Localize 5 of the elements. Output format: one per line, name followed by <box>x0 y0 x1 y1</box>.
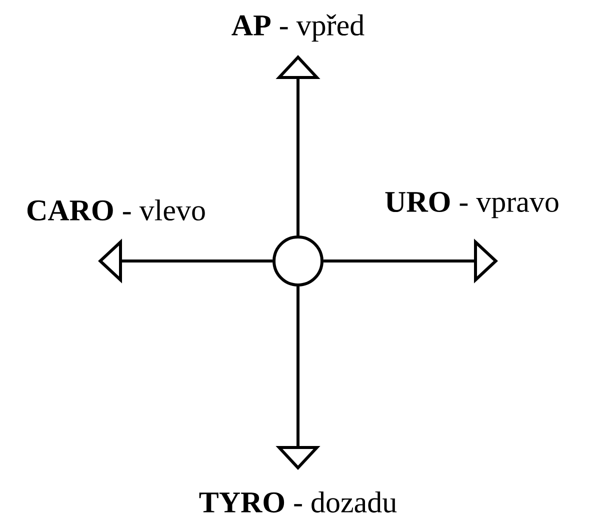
direction-label: URO - vpravo <box>385 192 558 218</box>
direction-label: TYRO - dozadu <box>199 491 397 513</box>
direction-label: AP - vpřed <box>232 14 364 42</box>
center-circle <box>272 236 324 286</box>
direction-label: CARO - vlevo <box>27 199 205 221</box>
